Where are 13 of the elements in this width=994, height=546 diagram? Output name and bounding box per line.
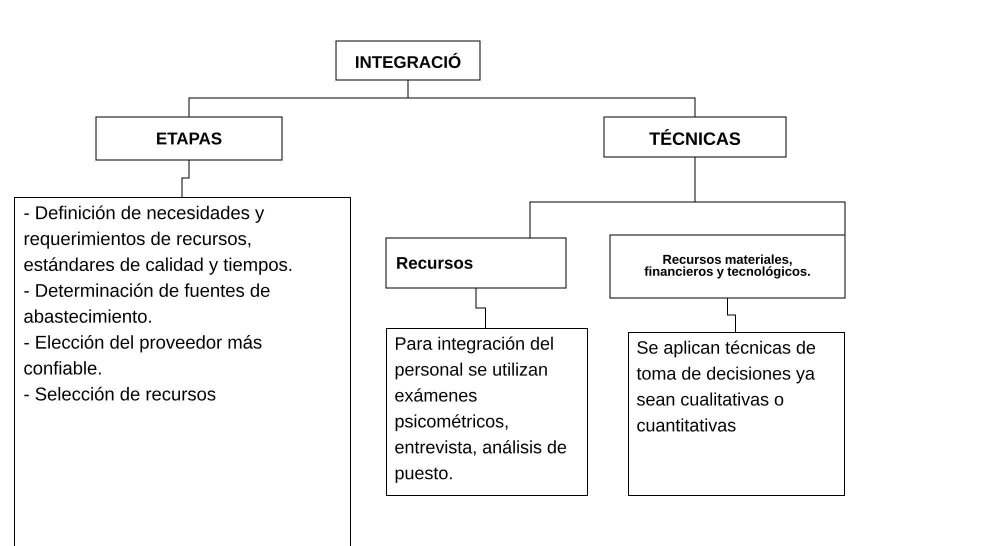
subcategory-box: Recursos materiales, financieros y tecnológicos. [610,234,846,298]
connector-line [408,80,696,118]
subcategory-box: Recursos [386,238,566,288]
title-box: INTEGRACIÓ [336,40,480,80]
connector-line [727,298,736,332]
text-box: Se aplican técnicas de toma de decisiones ya sean cualitativas o cuantitativas [628,332,845,496]
connector-line [182,160,190,198]
connector-line [476,288,486,328]
category-box: ETAPAS [96,116,282,160]
text-box: Para integración del personal se utilizan exámenes psicométricos, entrevista, análisis de puesto. [386,328,588,496]
category-box: TÉCNICAS [604,116,786,158]
connector-line [694,157,846,236]
text-box: - Definición de necesidades y requerimientos de recursos, estándares de calidad y tiempos. - Determinación de fuentes de abastecimiento. - Elección del proveedor más confiable. - Selección de recursos [14,197,351,546]
